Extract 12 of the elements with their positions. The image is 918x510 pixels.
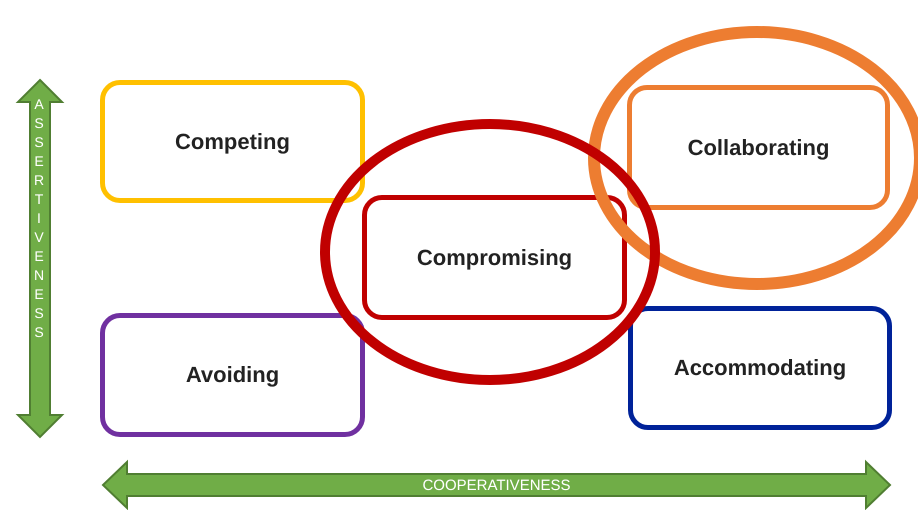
- strategy-label: Competing: [175, 128, 290, 154]
- axis-label: ASSERTIVENESS: [32, 96, 46, 343]
- strategy-box: [628, 306, 892, 430]
- strategy-label: Avoiding: [186, 362, 280, 388]
- axis-label: COOPERATIVENESS: [421, 478, 572, 493]
- strategy-box: [100, 313, 365, 437]
- strategy-label: Compromising: [416, 244, 572, 270]
- strategy-label: Accommodating: [674, 355, 846, 381]
- strategy-box: [627, 85, 890, 210]
- strategy-box: [100, 80, 365, 203]
- strategy-label: Collaborating: [688, 134, 830, 160]
- strategy-box: [362, 195, 627, 320]
